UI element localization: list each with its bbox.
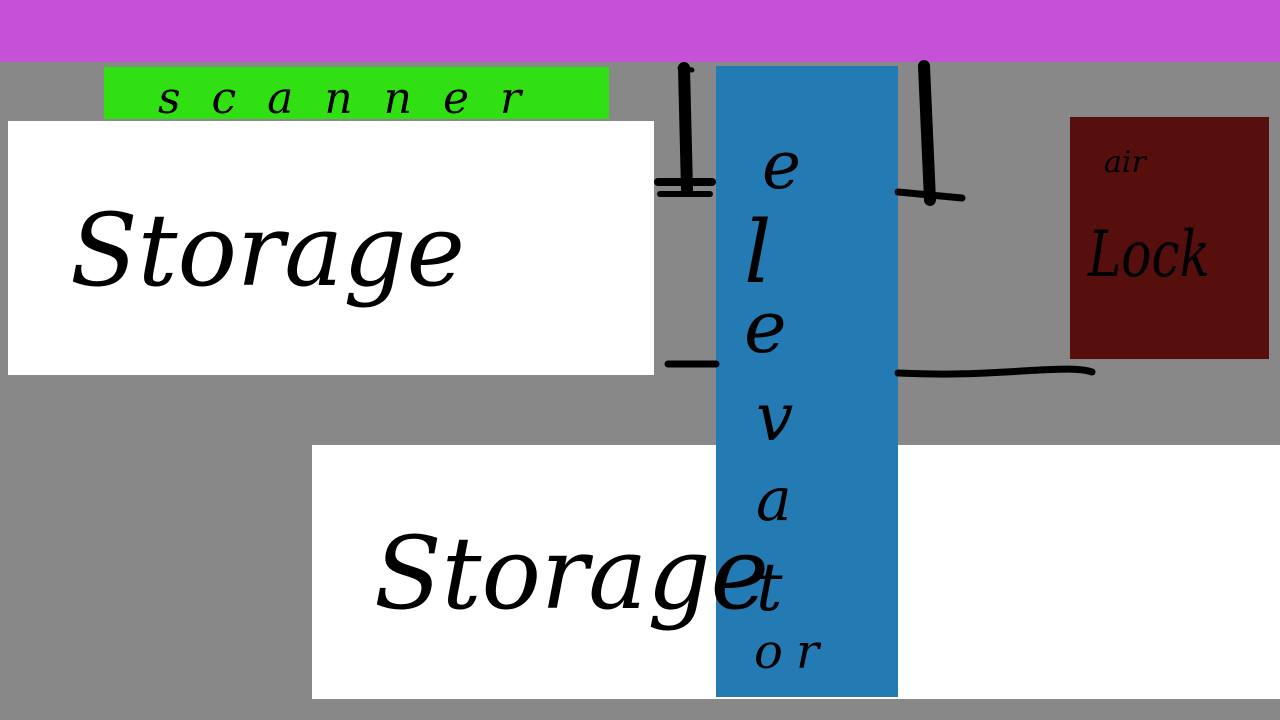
right-support-strut [894,60,966,206]
corridor-right [894,365,1096,378]
scanner-room[interactable] [104,67,609,119]
elevator-shaft[interactable] [716,66,898,697]
storage-room-upper[interactable] [8,121,654,375]
left-support-strut [654,62,716,197]
airlock-room[interactable] [1070,117,1269,359]
top-bar [0,0,1280,62]
